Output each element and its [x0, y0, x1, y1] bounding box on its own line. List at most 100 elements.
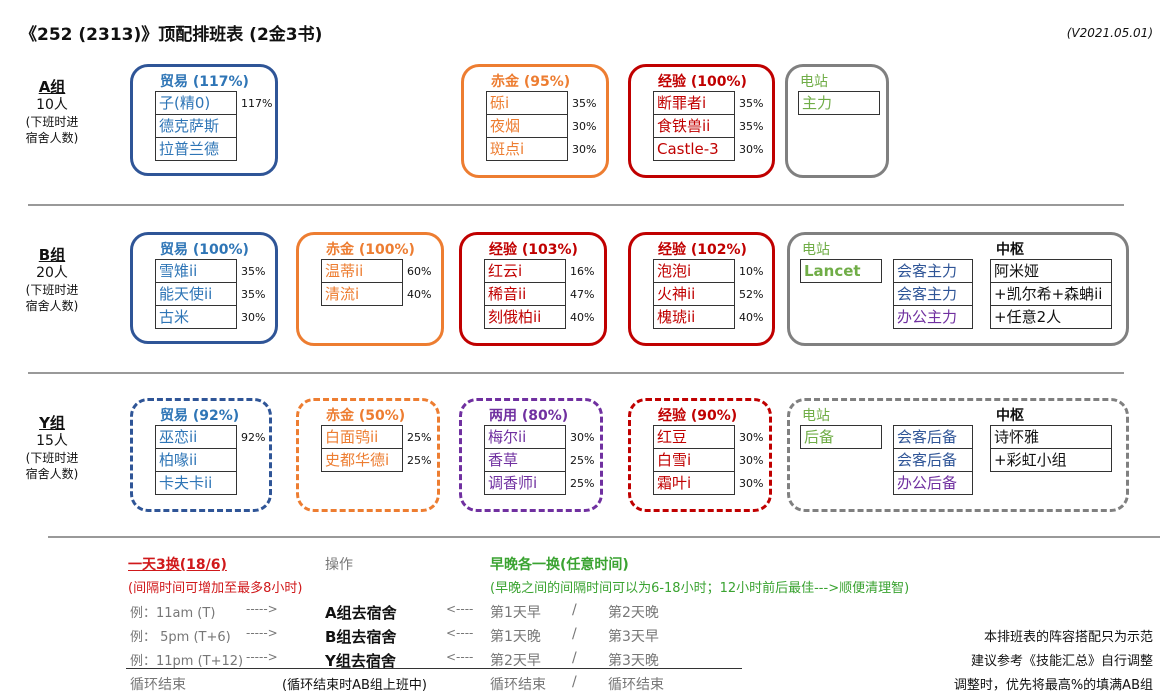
- room-cell: 子(精0) 117%: [155, 91, 272, 115]
- schedule-arrow: ----->: [246, 650, 278, 664]
- operator-name: 斑点i: [490, 140, 525, 158]
- operator-name: Lancet: [804, 262, 861, 280]
- operator-name: 夜烟: [490, 117, 521, 135]
- room-cell: 拉普兰德: [155, 137, 237, 161]
- operator-name: 泡泡i: [657, 262, 692, 280]
- operator-name: 德克萨斯: [159, 117, 220, 135]
- cycle-end-note: (循环结束时AB组上班中): [282, 678, 427, 693]
- room-cell: 主力: [798, 91, 880, 115]
- efficiency-percent: 35%: [241, 288, 266, 301]
- divider: [48, 536, 1160, 538]
- efficiency-percent: 117%: [241, 97, 273, 110]
- operator-name: 梅尔ii: [488, 428, 527, 446]
- operator-name: 断罪者i: [657, 94, 707, 112]
- reception-office-cell: 会客后备: [893, 425, 973, 449]
- schedule-op-label: 操作: [325, 557, 353, 573]
- operator-name: 古米: [159, 308, 190, 326]
- room-title: 经验 (102%): [658, 242, 747, 258]
- cycle-end: 循环结束: [608, 677, 664, 693]
- operator-name: 后备: [804, 428, 835, 446]
- power-cell: 后备: [800, 425, 882, 449]
- cycle-end: 循环结束: [130, 677, 186, 693]
- schedule-action: Y组去宿舍: [325, 652, 396, 670]
- schedule-d1: 第2天早: [490, 653, 541, 669]
- operator-name: 槐琥ii: [657, 308, 696, 326]
- efficiency-percent: 25%: [570, 454, 595, 467]
- note-1: 本排班表的阵容搭配只为示范: [983, 630, 1153, 645]
- power-cell: Lancet: [800, 259, 882, 283]
- room-title: 中枢: [996, 408, 1024, 424]
- reception-office-cell: 办公主力: [893, 305, 973, 329]
- schedule-d2: 第3天早: [608, 629, 659, 645]
- slash: /: [572, 674, 577, 690]
- efficiency-percent: 10%: [739, 265, 764, 278]
- schedule-slash: /: [572, 650, 577, 666]
- operator-name: 清流i: [325, 285, 360, 303]
- operator-name: 刻俄柏ii: [488, 308, 542, 326]
- divider: [28, 372, 1124, 374]
- room-cell: 夜烟 30%: [486, 114, 596, 138]
- operator-name: 稀音ii: [488, 285, 527, 303]
- reception-office-cell: 办公后备: [893, 471, 973, 495]
- efficiency-percent: 30%: [572, 120, 597, 133]
- efficiency-percent: 92%: [241, 431, 266, 444]
- operator-name: 阿米娅: [994, 262, 1040, 280]
- room-cell: 泡泡i 10%: [653, 259, 763, 283]
- schedule-ex: 例： 5pm (T+6): [130, 630, 231, 645]
- room-title: 电站: [802, 408, 830, 424]
- page-title: 《252 (2313)》顶配排班表 (2金3书): [20, 25, 323, 45]
- operator-name: +凯尔希+森蚺ii: [994, 285, 1103, 303]
- schedule-action: A组去宿舍: [325, 604, 397, 622]
- operator-name: 主力: [802, 94, 833, 112]
- room-title: 中枢: [996, 242, 1024, 258]
- schedule-back: <----: [446, 650, 474, 664]
- room-title: 赤金 (95%): [491, 74, 571, 90]
- efficiency-percent: 25%: [407, 454, 432, 467]
- room-title: 电站: [802, 242, 830, 258]
- schedule-slash: /: [572, 602, 577, 618]
- efficiency-percent: 16%: [570, 265, 595, 278]
- room-list: 主力: [798, 91, 880, 115]
- operator-name: 卡夫卡ii: [159, 474, 213, 492]
- operator-name: 巫恋ii: [159, 428, 198, 446]
- efficiency-percent: 52%: [739, 288, 764, 301]
- efficiency-percent: 30%: [570, 431, 595, 444]
- operator-name: 食铁兽ii: [657, 117, 711, 135]
- schedule-ex: 例：11am (T): [130, 606, 216, 621]
- center-cell: 诗怀雅: [990, 425, 1112, 449]
- operator-name: 温蒂ii: [325, 262, 364, 280]
- center-cell: 阿米娅: [990, 259, 1112, 283]
- schedule-right-note: (早晚之间的间隔时间可以为6-18小时；12小时前后最佳--->顺便清理智): [490, 581, 910, 596]
- operator-name: 子(精0): [159, 94, 211, 112]
- operator-name: 红云i: [488, 262, 523, 280]
- power-list: 后备: [800, 425, 882, 449]
- room-cell: 断罪者i 35%: [653, 91, 763, 115]
- schedule-back: <----: [446, 626, 474, 640]
- group-b-label: B组 20人 (下班时进 宿舍人数): [25, 246, 79, 313]
- room-cell: 卡夫卡ii: [155, 471, 237, 495]
- divider: [28, 204, 1124, 206]
- operator-name: 火神ii: [657, 285, 696, 303]
- operator-name: 白面鸮ii: [325, 428, 379, 446]
- room-title: 贸易 (100%): [160, 242, 249, 258]
- note-2: 建议参考《技能汇总》自行调整: [970, 654, 1153, 669]
- efficiency-percent: 30%: [739, 477, 764, 490]
- schedule-d2: 第3天晚: [608, 653, 659, 669]
- schedule-right-title: 早晚各一换(任意时间): [490, 557, 629, 573]
- schedule-arrow: ----->: [246, 626, 278, 640]
- efficiency-percent: 35%: [739, 97, 764, 110]
